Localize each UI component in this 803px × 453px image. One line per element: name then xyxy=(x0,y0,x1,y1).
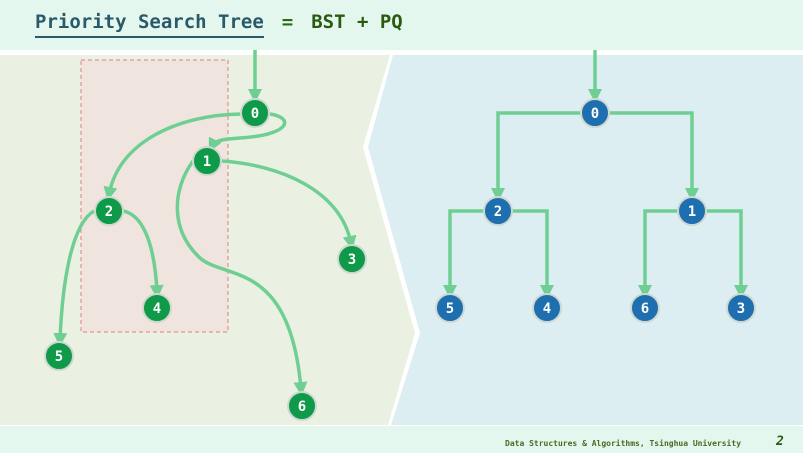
heap-node-3: 3 xyxy=(726,293,756,323)
node-label: 5 xyxy=(55,349,63,365)
bst-node-3: 3 xyxy=(337,244,367,274)
edge-2-4 xyxy=(122,209,164,299)
node-label: 1 xyxy=(203,154,211,170)
edge-0-1 xyxy=(208,112,287,153)
edge-0-2 xyxy=(103,112,242,201)
node-label: 2 xyxy=(105,204,113,220)
node-circle xyxy=(94,196,124,226)
node-circle xyxy=(630,293,660,323)
title-rhs: BST + PQ xyxy=(311,11,403,33)
node-label: 4 xyxy=(153,301,161,317)
node-circle xyxy=(142,293,172,323)
node-circle xyxy=(726,293,756,323)
edge-1-3 xyxy=(221,159,357,250)
bst-node-2: 2 xyxy=(94,196,124,226)
node-label: 1 xyxy=(688,204,696,220)
footer-text: Data Structures & Algorithms, Tsinghua U… xyxy=(505,439,742,448)
node-circle xyxy=(532,293,562,323)
left-edges xyxy=(53,50,357,396)
right-edges xyxy=(443,50,748,299)
footer-band xyxy=(0,426,803,453)
bst-node-4: 4 xyxy=(142,293,172,323)
bst-node-1: 1 xyxy=(192,146,222,176)
bst-node-5: 5 xyxy=(44,341,74,371)
heap-node-5: 5 xyxy=(435,293,465,323)
node-label: 3 xyxy=(737,301,745,317)
node-circle xyxy=(44,341,74,371)
node-circle xyxy=(240,98,270,128)
node-label: 3 xyxy=(348,252,356,268)
heap-node-2: 2 xyxy=(483,196,513,226)
node-label: 6 xyxy=(298,399,306,415)
edge-2-5 xyxy=(53,209,96,347)
page-number: 2 xyxy=(776,434,784,449)
query-range-box xyxy=(80,59,229,333)
slide-title: Priority Search Tree = BST + PQ xyxy=(35,11,403,38)
bst-node-6: 6 xyxy=(287,391,317,421)
heap-node-4: 4 xyxy=(532,293,562,323)
bst-node-0: 0 xyxy=(240,98,270,128)
heap-node-0: 0 xyxy=(580,98,610,128)
node-label: 4 xyxy=(543,301,551,317)
node-circle xyxy=(483,196,513,226)
node-circle xyxy=(287,391,317,421)
heap-node-6: 6 xyxy=(630,293,660,323)
node-label: 0 xyxy=(251,106,259,122)
heap-node-1: 1 xyxy=(677,196,707,226)
node-circle xyxy=(677,196,707,226)
node-label: 5 xyxy=(446,301,454,317)
node-label: 0 xyxy=(591,106,599,122)
edge-1-6 xyxy=(175,159,308,396)
node-circle xyxy=(337,244,367,274)
node-circle xyxy=(192,146,222,176)
title-equals: = xyxy=(281,11,294,33)
title-main: Priority Search Tree xyxy=(35,11,264,38)
node-label: 2 xyxy=(494,204,502,220)
right-panel xyxy=(368,55,803,425)
node-circle xyxy=(435,293,465,323)
node-circle xyxy=(580,98,610,128)
node-label: 6 xyxy=(641,301,649,317)
header-band xyxy=(0,0,803,50)
